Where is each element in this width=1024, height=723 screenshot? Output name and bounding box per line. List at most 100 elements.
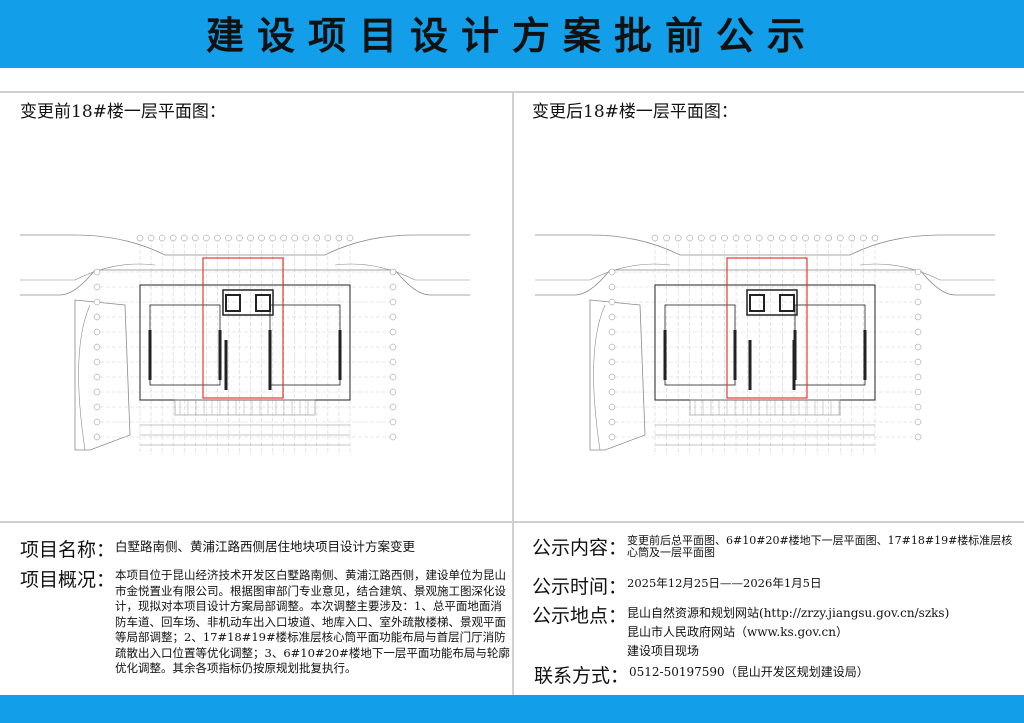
notice-place-3: 建设项目现场	[627, 644, 700, 658]
grid-bubble	[93, 433, 101, 441]
grid-bubble	[608, 268, 616, 276]
contact-info: 0512-50197590（昆山开发区规划建设局）	[629, 665, 869, 679]
grid-bubble	[158, 234, 166, 242]
road-edge	[20, 269, 470, 296]
elevator	[779, 294, 795, 312]
grid-bubble	[236, 234, 243, 242]
notice-time-label: 公示时间：	[532, 576, 628, 598]
grid-bubble	[93, 298, 101, 306]
after-floor-plan	[535, 234, 995, 455]
elevator	[225, 294, 241, 312]
grid-bubble	[269, 234, 276, 242]
road-line	[20, 263, 156, 281]
notice-time: 2025年12月25日——2026年1月5日	[627, 576, 822, 590]
road-edge	[535, 269, 995, 296]
grid-bubble	[324, 234, 332, 242]
ramp	[589, 299, 646, 451]
contact-label: 联系方式：	[534, 665, 630, 687]
grid-bubble	[93, 403, 101, 411]
project-name-label: 项目名称：	[20, 539, 116, 561]
grid-bubble	[389, 313, 397, 321]
ramp-curve	[593, 304, 606, 451]
grid-bubble	[389, 283, 397, 291]
grid-bubble	[608, 418, 616, 426]
grid-bubble	[848, 234, 856, 242]
grid-bubble	[247, 234, 254, 242]
grid-bubble	[389, 268, 397, 276]
changed-area-highlight	[202, 257, 284, 399]
grid-bubble	[608, 433, 616, 441]
grid-bubble	[608, 343, 616, 351]
grid-bubble	[93, 373, 101, 381]
after-plan-caption: 变更后18#楼一层平面图：	[532, 102, 738, 122]
grid-bubble	[169, 234, 177, 242]
grid-bubble	[93, 343, 101, 351]
grid-bubble	[608, 283, 616, 291]
grid-bubble	[914, 388, 922, 396]
grid-bubble	[389, 418, 397, 426]
grid-bubble	[767, 234, 775, 242]
grid-bubble	[93, 313, 101, 321]
grid-bubble	[914, 358, 922, 366]
grid-bubble	[825, 234, 832, 242]
grid-bubble	[389, 433, 397, 441]
terrace	[174, 399, 316, 416]
page-title: 建设项目设计方案批前公示	[205, 14, 818, 58]
grid-bubble	[871, 234, 879, 242]
notice-content-label: 公示内容：	[532, 537, 628, 559]
grid-bubble	[302, 234, 310, 242]
grid-bubble	[608, 328, 616, 336]
grid-bubble	[914, 403, 922, 411]
grid-bubble	[203, 234, 210, 242]
terrace	[689, 399, 841, 416]
notice-place-2: 昆山市人民政府网站（www.ks.gov.cn）	[627, 625, 848, 639]
road-edge	[535, 234, 995, 256]
grid-bubble	[346, 234, 354, 242]
divider-vertical	[512, 92, 514, 695]
project-overview-label: 项目概况：	[20, 569, 116, 591]
grid-bubble	[389, 373, 397, 381]
grid-bubble	[313, 234, 321, 242]
grid-bubble	[192, 234, 199, 242]
grid-bubble	[608, 313, 616, 321]
grid-bubble	[608, 388, 616, 396]
grid-bubble	[914, 343, 922, 351]
building-outline	[139, 284, 351, 401]
grid-bubble	[721, 234, 728, 242]
grid-bubble	[914, 313, 922, 321]
grid-bubble	[608, 298, 616, 306]
road-line	[859, 263, 995, 281]
grid-bubble	[608, 373, 616, 381]
grid-bubble	[914, 418, 922, 426]
grid-bubble	[93, 358, 101, 366]
grid-bubble	[813, 234, 821, 242]
grid-bubble	[389, 328, 397, 336]
grid-bubble	[389, 358, 397, 366]
grid-bubble	[93, 268, 101, 276]
grid-bubble	[790, 234, 798, 242]
grid-bubble	[674, 234, 682, 242]
changed-area-highlight	[726, 257, 808, 399]
grid-bubble	[214, 234, 221, 242]
grid-bubble	[93, 388, 101, 396]
grid-bubble	[837, 234, 844, 242]
road-line	[334, 263, 470, 281]
grid-bubble	[914, 283, 922, 291]
ramp-curve	[78, 304, 91, 451]
grid-bubble	[389, 403, 397, 411]
grid-bubble	[914, 298, 922, 306]
grid-bubble	[93, 418, 101, 426]
grid-bubble	[389, 343, 397, 351]
grid-bubble	[663, 234, 670, 242]
elevator	[749, 294, 765, 312]
grid-bubble	[709, 234, 717, 242]
grid-bubble	[608, 403, 616, 411]
grid-bubble	[93, 283, 101, 291]
grid-bubble	[744, 234, 751, 242]
grid-bubble	[698, 234, 705, 242]
ramp	[74, 299, 131, 451]
grid-bubble	[779, 234, 786, 242]
grid-bubble	[802, 234, 809, 242]
grid-bubble	[651, 234, 659, 242]
grid-bubble	[280, 234, 287, 242]
